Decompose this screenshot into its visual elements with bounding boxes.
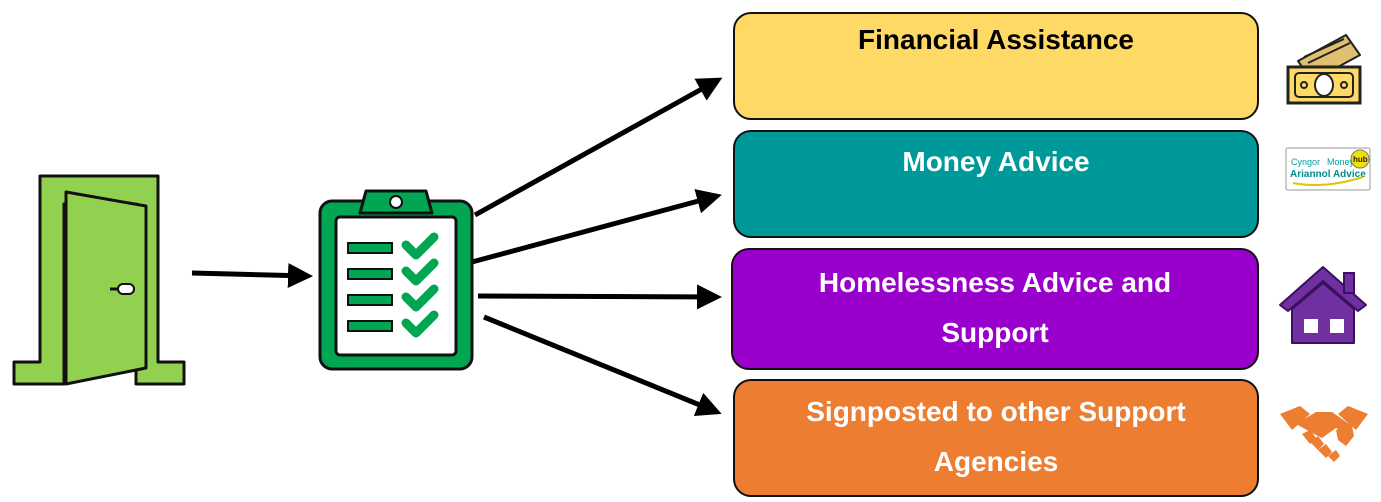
arrow-to-homelessness-advice — [477, 284, 722, 310]
logo-text-money: Money — [1327, 157, 1355, 167]
arrow-to-money-advice — [471, 189, 722, 265]
arrow-to-financial-assistance — [473, 77, 723, 218]
money-advice-hub-logo: Cyngor Money Ariannol Advice hub — [1285, 147, 1371, 191]
door-icon — [12, 174, 186, 386]
outcome-label: Signposted to other Support Agencies — [806, 396, 1186, 477]
outcome-financial-assistance: Financial Assistance — [733, 12, 1259, 120]
outcome-label: Financial Assistance — [858, 24, 1134, 55]
handshake-icon — [1280, 406, 1368, 462]
outcome-money-advice: Money Advice — [733, 130, 1259, 238]
logo-text-hub: hub — [1353, 155, 1368, 164]
cash-icon — [1286, 34, 1362, 105]
outcome-label: Homelessness Advice and Support — [818, 267, 1172, 348]
logo-text-cyngor: Cyngor — [1291, 157, 1320, 167]
arrow-to-signposted — [483, 314, 722, 417]
outcome-signposted-support-agencies: Signposted to other Support Agencies — [733, 379, 1259, 497]
house-icon — [1279, 266, 1367, 344]
arrow-door-to-assessment — [191, 262, 313, 288]
clipboard-checklist-icon — [318, 189, 474, 371]
outcome-homelessness-advice: Homelessness Advice and Support — [731, 248, 1259, 370]
logo-text-ariannol-advice: Ariannol Advice — [1290, 169, 1366, 180]
outcome-label: Money Advice — [902, 146, 1090, 177]
